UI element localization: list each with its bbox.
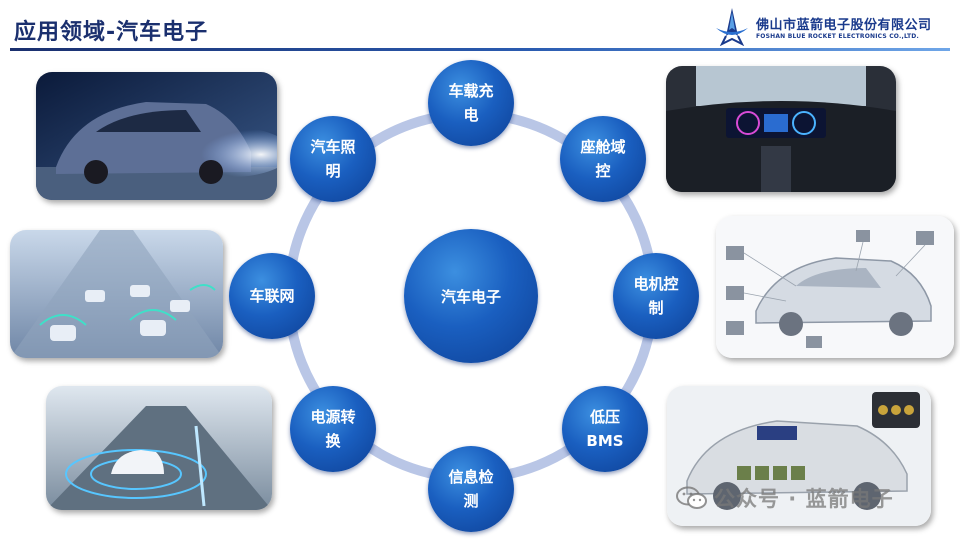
node-label-line: 信息检 [448,468,494,486]
company-name-cn: 佛山市蓝箭电子股份有限公司 [756,18,932,33]
node-label-line: 换 [325,432,341,450]
node-onboard-charging: 车载充电 [428,60,514,146]
node-motor-control: 电机控制 [613,253,699,339]
center-node-automotive-electronics: 汽车电子 [404,229,538,363]
node-label-line: 控 [595,162,611,180]
smart-cockpit-photo [666,66,896,192]
motor-control-diagram-photo [716,216,954,358]
node-power-conversion: 电源转换 [290,386,376,472]
node-label-line: 测 [463,492,479,510]
node-label-line: 明 [325,162,341,180]
rocket-logo-icon [716,8,748,46]
node-label-line: 低压 [589,408,620,426]
node-label-line: 车联网 [249,287,295,305]
node-cockpit-domain-control: 座舱域控 [560,116,646,202]
page-title: 应用领域-汽车电子 [14,20,209,45]
node-label-line: BMS [586,432,624,450]
node-label-line: 座舱域 [580,138,626,156]
company-name-en: FOSHAN BLUE ROCKET ELECTRONICS CO.,LTD. [756,33,919,40]
watermark: 公众号 · 蓝箭电子 [676,484,894,512]
header: 应用领域-汽车电子 佛山市蓝箭电子股份有限公司 FOSHAN BLUE ROCK… [0,0,960,56]
center-node-label: 汽车电子 [440,287,501,306]
node-information-detection: 信息检测 [428,446,514,532]
autonomous-driving-photo [46,386,272,510]
node-label-line: 车载充 [448,82,494,100]
car-lighting-photo [36,72,277,200]
node-automotive-lighting: 汽车照明 [290,116,376,202]
node-label-line: 电 [463,106,479,124]
wechat-icon [676,486,707,509]
node-label-line: 制 [648,299,664,317]
node-connected-vehicle: 车联网 [229,253,315,339]
ev-battery-cutaway-photo [667,386,931,526]
watermark-text: 公众号 · 蓝箭电子 [714,487,894,511]
node-label-line: 电机控 [633,275,679,293]
connected-vehicles-photo [10,230,223,358]
node-low-voltage-bms: 低压 BMS [562,386,648,472]
header-divider [10,48,950,51]
node-label-line: 汽车照 [310,138,356,156]
node-label-line: 电源转 [310,408,356,426]
